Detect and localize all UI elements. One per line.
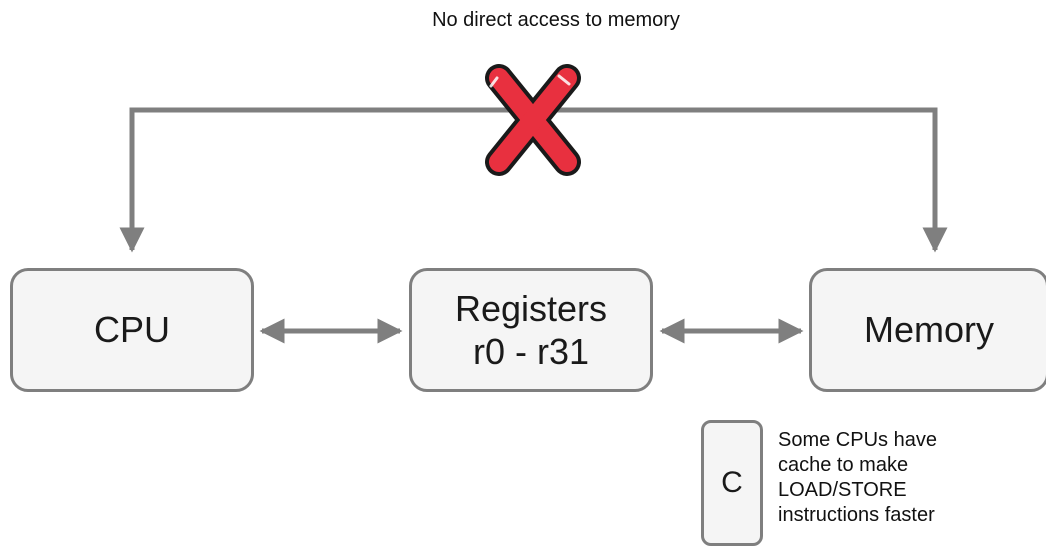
cache-note-line: Some CPUs have [778,429,937,451]
cache-note-line: cache to make [778,454,909,476]
cache-note: Some CPUs have cache to make LOAD/STORE … [778,428,1038,528]
cpu-label: CPU [93,309,170,350]
registers-range-label: r0 - r31 [472,331,590,372]
cpu-box: CPU [10,268,254,392]
registers-box: Registers r0 - r31 [409,268,653,392]
memory-box: Memory [809,268,1046,392]
cache-label: C [721,466,743,499]
no-direct-access-note: No direct access to memory [432,9,680,31]
cache-note-line: instructions faster [778,504,935,526]
registers-label: Registers [454,288,608,329]
memory-label: Memory [863,309,994,350]
cache-box: C [701,420,763,546]
cache-note-line: LOAD/STORE [778,479,907,501]
red-x-icon [485,64,581,176]
